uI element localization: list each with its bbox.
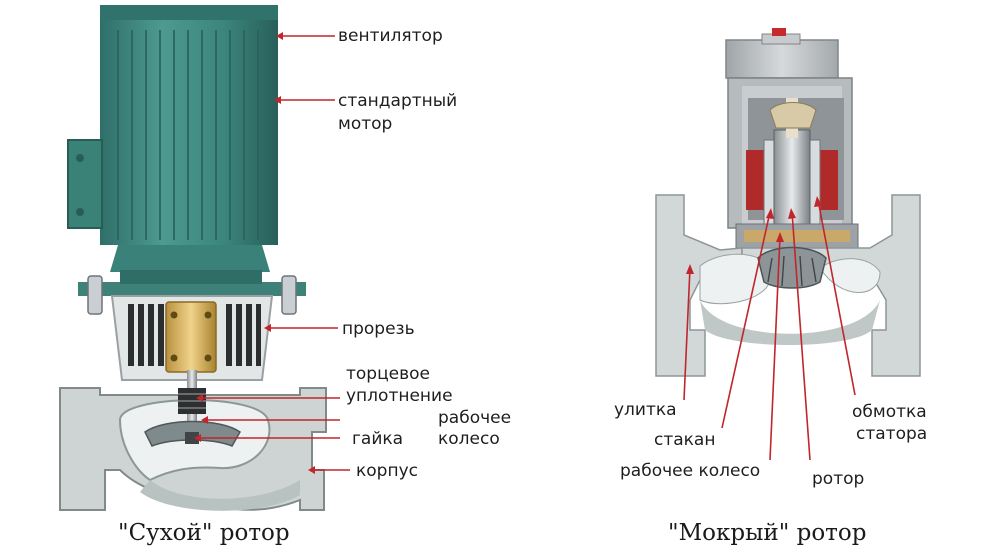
label-mechanical-seal-2: уплотнение <box>346 386 453 406</box>
right-leader-lines <box>683 199 856 461</box>
left-leader-lines <box>198 35 350 471</box>
label-mechanical-seal-1: торцевое <box>346 364 431 384</box>
impeller-nut <box>185 432 199 444</box>
label-impeller-2: колесо <box>438 429 500 449</box>
label-impeller-1: рабочее <box>438 408 512 428</box>
label-wet-impeller: рабочее колесо <box>620 461 761 481</box>
label-stator-winding-1: обмотка <box>852 402 927 422</box>
motor-housing-top <box>725 39 839 79</box>
caption-wet-rotor: "Мокрый" ротор <box>668 520 867 546</box>
motor-fins <box>117 30 259 240</box>
right-leader-arrowheads <box>686 196 822 274</box>
wet-rotor-pump <box>655 28 921 377</box>
label-housing: корпус <box>356 461 418 481</box>
label-rotor: ротор <box>812 469 865 489</box>
motor-flange <box>110 245 270 272</box>
label-slot: прорезь <box>342 319 415 339</box>
caption-dry-rotor: "Сухой" ротор <box>118 520 290 546</box>
wet-impeller <box>757 246 827 289</box>
label-nut: гайка <box>352 429 404 449</box>
flange-bolts <box>87 275 297 315</box>
label-standard-motor-2: мотор <box>338 114 393 134</box>
label-volute: улитка <box>614 400 677 420</box>
lantern-slots <box>128 304 261 366</box>
label-standard-motor-1: стандартный <box>338 91 458 111</box>
label-stator-winding-2: статора <box>856 424 928 444</box>
label-fan: вентилятор <box>338 26 443 46</box>
terminal-box <box>67 139 103 229</box>
dry-rotor-pump <box>59 5 327 511</box>
left-leader-arrowheads <box>194 32 315 474</box>
label-can: стакан <box>654 430 716 450</box>
